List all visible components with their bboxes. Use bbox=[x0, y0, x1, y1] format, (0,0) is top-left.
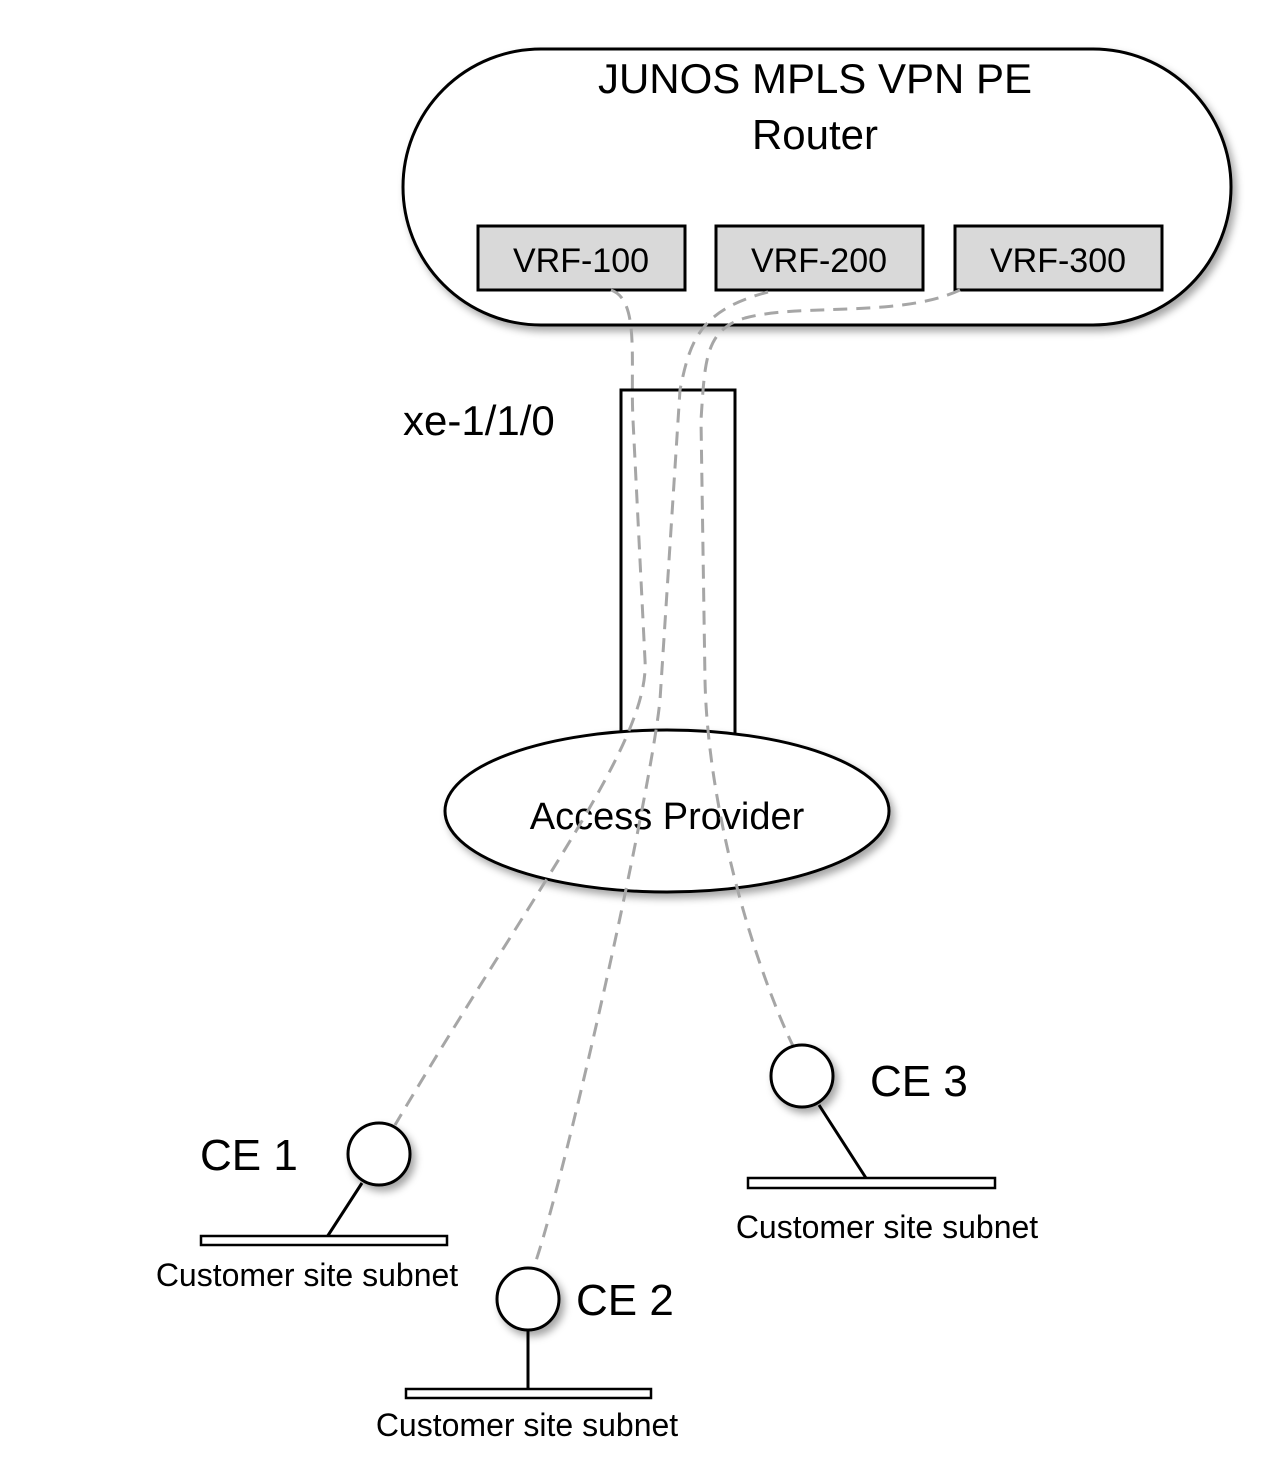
ce3-subnet-label: Customer site subnet bbox=[736, 1209, 1038, 1245]
ce3-label: CE 3 bbox=[870, 1057, 968, 1106]
interface-label: xe-1/1/0 bbox=[403, 397, 555, 444]
ce2-subnet-label: Customer site subnet bbox=[376, 1407, 678, 1443]
ce2-node bbox=[495, 1266, 561, 1332]
site-ce3: CE 3 Customer site subnet bbox=[736, 1043, 1038, 1245]
router-title-line1: JUNOS MPLS VPN PE bbox=[598, 55, 1032, 102]
ce1-subnet-bar bbox=[199, 1234, 449, 1247]
ce2-subnet-bar bbox=[404, 1387, 653, 1400]
vrf-200-label: VRF-200 bbox=[751, 242, 887, 280]
ce3-subnet-bar bbox=[746, 1176, 997, 1190]
access-provider-cloud bbox=[443, 728, 891, 894]
vrf-200: VRF-200 bbox=[714, 224, 925, 292]
vrf-100-path bbox=[393, 288, 647, 1126]
site-ce2: CE 2 Customer site subnet bbox=[376, 1266, 678, 1443]
ce1-node bbox=[346, 1121, 412, 1187]
router-title-line2: Router bbox=[752, 111, 878, 158]
ce3-node bbox=[769, 1043, 835, 1109]
vrf-300-label: VRF-300 bbox=[990, 242, 1126, 280]
vrf-300: VRF-300 bbox=[953, 224, 1164, 292]
site-ce1: CE 1 Customer site subnet bbox=[156, 1121, 458, 1293]
vrf-200-path bbox=[530, 290, 769, 1273]
vrf-100: VRF-100 bbox=[476, 224, 687, 292]
ce2-label: CE 2 bbox=[576, 1276, 674, 1325]
vrf-300-path bbox=[699, 288, 961, 1051]
vrf-100-label: VRF-100 bbox=[513, 242, 649, 280]
ce1-label: CE 1 bbox=[200, 1131, 298, 1180]
access-provider-label: Access Provider bbox=[530, 796, 805, 838]
ce1-subnet-label: Customer site subnet bbox=[156, 1257, 458, 1293]
